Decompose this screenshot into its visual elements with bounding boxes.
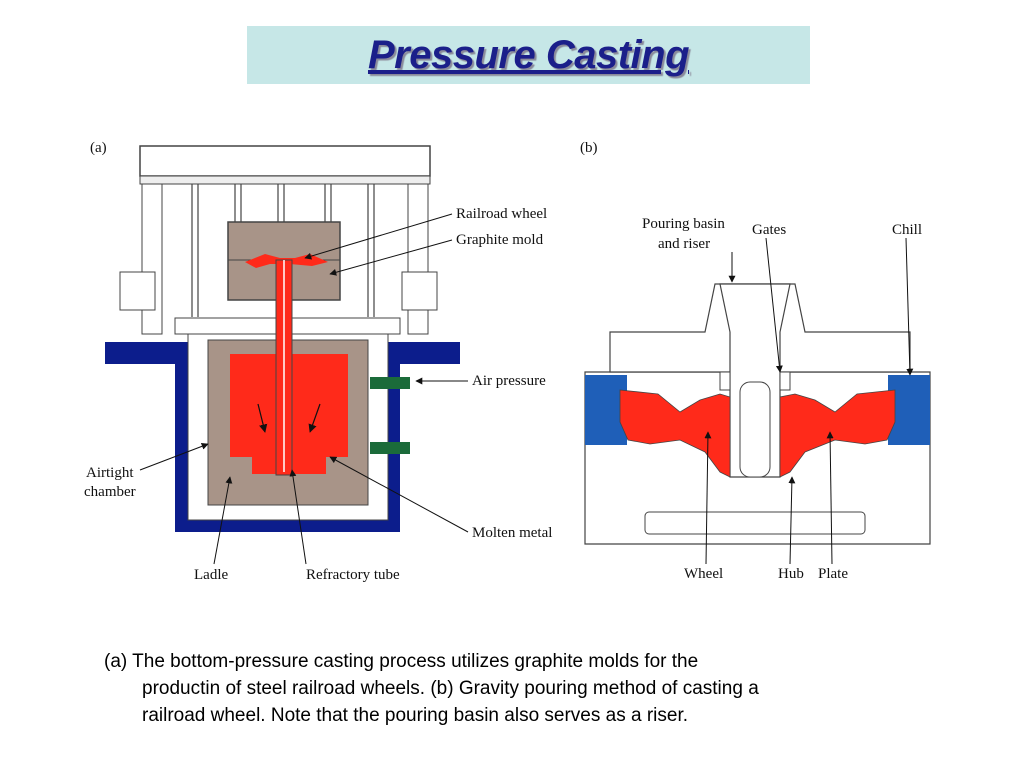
top-frame [139,145,431,177]
panel-a: (a) [84,140,552,583]
label-molten-metal: Molten metal [472,525,552,541]
riser-core [739,381,771,478]
label-refractory-tube: Refractory tube [306,567,400,583]
leader-lines-a [139,213,469,565]
label-and-riser: and riser [658,236,710,252]
label-plate: Plate [818,566,848,582]
label-chamber: chamber [84,484,136,500]
label-air-pressure: Air pressure [472,373,546,389]
flow-arrows [257,403,321,433]
caption-line-1: (a) The bottom-pressure casting process … [104,651,699,672]
gate-right [779,371,791,391]
page-title: Pressure Casting [367,32,690,77]
panel-b: (b) Pouring basin and riser Gates Chill … [580,140,931,582]
figure-caption: (a) The bottom-pressure casting process … [104,648,924,729]
left-cylinder [119,271,156,311]
title-banner: Pressure Casting [247,26,810,84]
label-graphite-mold: Graphite mold [456,232,544,248]
caption-line-3: railroad wheel. Note that the pouring ba… [142,705,689,726]
casting-diagram: (a) [84,140,931,583]
gate-left [719,371,731,391]
wheel-casting-left [619,389,731,478]
leader-lines-b [704,237,914,565]
label-wheel: Wheel [684,566,723,582]
frame-bar [139,175,431,185]
label-pouring-basin: Pouring basin [642,216,725,232]
wheel-casting-right [779,389,896,478]
caption-line-2: productin of steel railroad wheels. (b) … [142,678,759,699]
panel-a-label: (a) [90,140,107,156]
label-airtight: Airtight [86,465,134,481]
guide-rods [191,184,375,317]
casting-figure: (a) [80,132,940,592]
label-railroad-wheel: Railroad wheel [456,206,547,222]
right-cylinder [401,271,438,311]
base-slot [644,511,866,535]
air-pipe-lower [370,442,410,454]
label-ladle: Ladle [194,567,228,583]
label-gates: Gates [752,222,786,238]
label-chill: Chill [892,222,922,238]
air-pipe-upper [370,377,410,389]
left-post [141,183,163,335]
label-hub: Hub [778,566,804,582]
panel-b-label: (b) [580,140,598,156]
right-post [407,183,429,335]
